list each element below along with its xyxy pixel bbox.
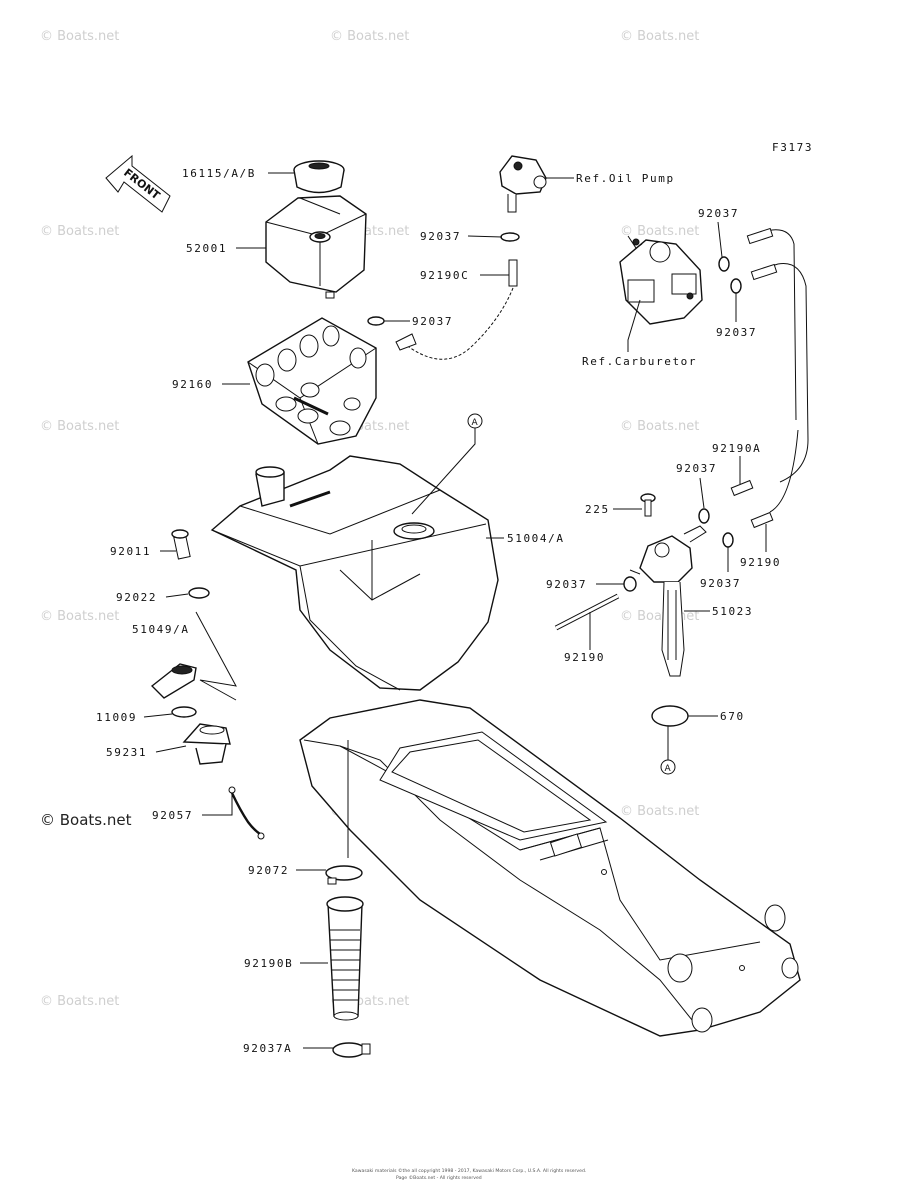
hose-band-part <box>325 865 363 885</box>
label-clamp-r5: 92037 <box>546 578 587 591</box>
right-hoses <box>730 227 809 529</box>
filler-neck-part <box>182 723 231 765</box>
tank-cover-part <box>247 317 377 445</box>
hose-c-part <box>395 259 518 360</box>
fuel-cock-part <box>629 525 707 677</box>
footer-copyright: Kawasaki materials ©the all copyright 19… <box>352 1167 586 1181</box>
hose-straight-part <box>554 593 620 631</box>
copyright-line-1: Kawasaki materials ©the all copyright 19… <box>352 1167 586 1174</box>
hull-part <box>299 699 801 1037</box>
label-ref-oil-pump: Ref.Oil Pump <box>576 172 675 185</box>
label-hose-c: 92190C <box>420 269 469 282</box>
label-hose-l: 92190 <box>564 651 605 664</box>
label-oil-tank: 52001 <box>186 242 227 255</box>
watermark: © Boats.net <box>40 419 119 434</box>
callout-a-bottom: A <box>660 726 676 775</box>
copyright-line-2: Page ©Boats.net - All rights reserved <box>396 1174 482 1181</box>
clamp-part <box>500 232 520 242</box>
clamp-part <box>623 576 637 592</box>
label-clamp-r3: 92037 <box>676 462 717 475</box>
svg-text:A: A <box>665 764 672 774</box>
front-arrow-icon: FRONT <box>105 154 171 213</box>
figure-code: F3173 <box>772 141 813 154</box>
clamp-part <box>718 256 730 272</box>
label-fuel-tank: 51004/A <box>507 532 565 545</box>
label-bolt: 92011 <box>110 545 151 558</box>
strap-part <box>228 786 265 840</box>
clamp-part <box>367 316 385 326</box>
label-hose-a: 92190A <box>712 442 761 455</box>
clamp-a-part <box>332 1042 371 1058</box>
neck-body-part <box>150 611 237 701</box>
bolt-part <box>171 529 191 560</box>
carburetor-part <box>619 235 703 325</box>
label-cap: 16115/A/B <box>182 167 256 180</box>
watermark: © Boats.net <box>330 29 409 44</box>
callout-a-top: A <box>411 413 483 515</box>
corrugated-hose-part <box>326 896 364 1021</box>
watermark: © Boats.net <box>40 609 119 624</box>
gasket-part <box>171 706 197 718</box>
oil-pump-part <box>499 155 547 213</box>
label-hose-b: 92190B <box>244 957 293 970</box>
watermark: © Boats.net <box>620 224 699 239</box>
clamp-part <box>698 508 710 524</box>
clamp-part <box>722 532 734 548</box>
label-oring: 670 <box>720 710 745 723</box>
watermark-dark: © Boats.net <box>40 811 132 829</box>
label-screw: 225 <box>585 503 610 516</box>
watermark: © Boats.net <box>40 994 119 1009</box>
label-clamp-mid: 92037 <box>412 315 453 328</box>
fuel-tank-part <box>210 455 499 691</box>
washer-part <box>188 587 210 599</box>
label-hose-r: 92190 <box>740 556 781 569</box>
label-gasket: 11009 <box>96 711 137 724</box>
label-filler-neck: 59231 <box>106 746 147 759</box>
label-clamp-top: 92037 <box>420 230 461 243</box>
label-fuel-cock: 51023 <box>712 605 753 618</box>
watermark: © Boats.net <box>620 29 699 44</box>
label-tank-cover: 92160 <box>172 378 213 391</box>
label-clamp-r4: 92037 <box>700 577 741 590</box>
svg-text:A: A <box>472 418 479 428</box>
leader-lines <box>143 172 767 1049</box>
label-neck-body: 51049/A <box>132 623 190 636</box>
label-clamp-r1: 92037 <box>698 207 739 220</box>
label-hose-band: 92072 <box>248 864 289 877</box>
oil-tank-part <box>265 195 367 299</box>
watermark: © Boats.net <box>40 224 119 239</box>
label-strap: 92057 <box>152 809 193 822</box>
watermark: © Boats.net <box>620 804 699 819</box>
screw-part <box>640 493 656 517</box>
watermark: © Boats.net <box>40 29 119 44</box>
label-ref-carburetor: Ref.Carburetor <box>582 355 697 368</box>
label-clamp-a: 92037A <box>243 1042 292 1055</box>
clamp-part <box>730 278 742 294</box>
part-labels: 16115/A/B 52001 92037 92190C 92037 92160… <box>96 167 781 1055</box>
cap-part <box>293 160 345 194</box>
label-washer: 92022 <box>116 591 157 604</box>
oring-part <box>651 705 689 727</box>
watermark: © Boats.net <box>620 419 699 434</box>
label-clamp-r2: 92037 <box>716 326 757 339</box>
